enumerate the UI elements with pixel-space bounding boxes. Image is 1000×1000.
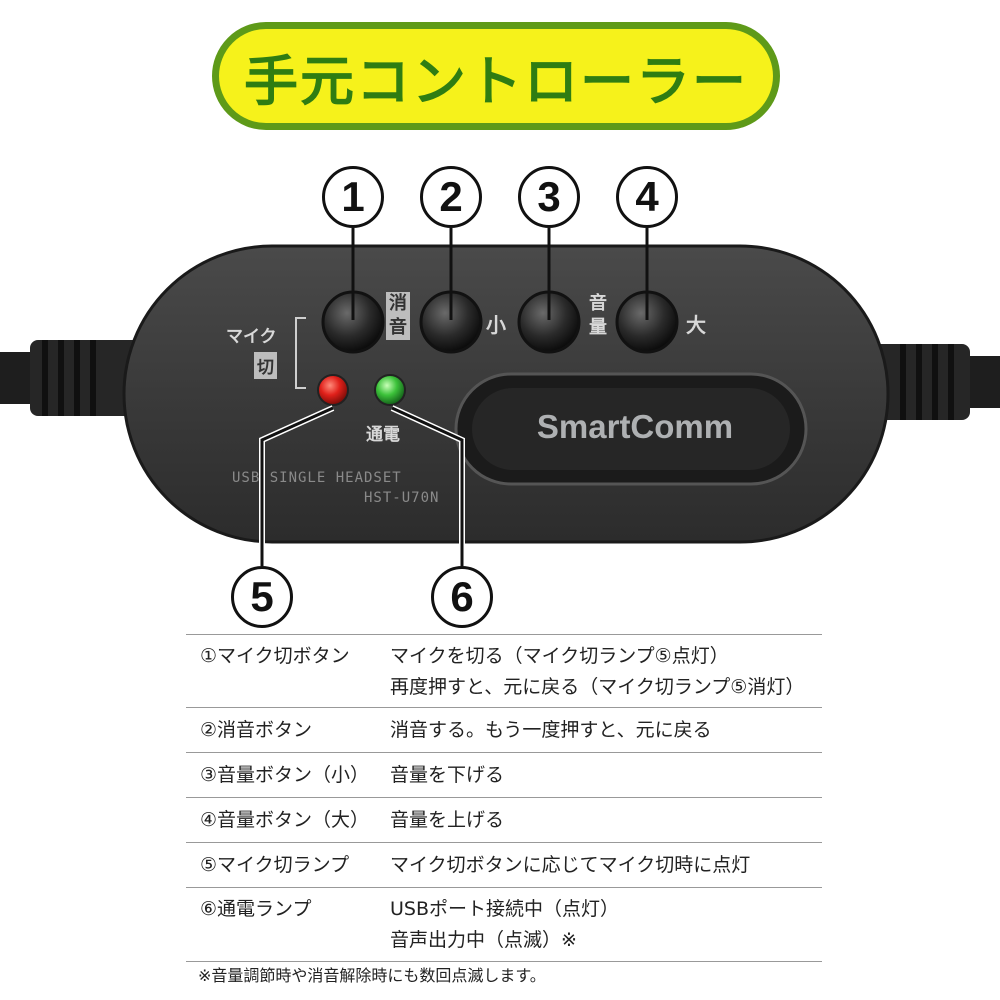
page-title: 手元コントローラー [244,49,748,113]
row-value-line: マイクを切る（マイク切ランプ⑤点灯） [390,645,729,667]
strain-relief-left [30,340,150,416]
row-value-line: USBポート接続中（点灯） [390,898,620,920]
row-key: ③音量ボタン（小） [200,764,370,786]
table-row: ⑤マイク切ランプ マイク切ボタンに応じてマイク切時に点灯 [186,843,822,888]
brand-logo: SmartComm [536,408,734,445]
row-value-line: 消音する。もう一度押すと、元に戻る [390,719,712,741]
row-key: ④音量ボタン（大） [200,809,370,831]
large-label: 大 [686,313,706,337]
mute-label: 消 音 [386,292,410,340]
mic-off-lamp [317,374,349,406]
callout-4: 4 [616,166,678,228]
callout-5: 5 [231,566,293,628]
row-value: 音量を下げる [390,760,822,797]
row-key: ⑤マイク切ランプ [200,854,350,876]
table-row: ①マイク切ボタン マイクを切る（マイク切ランプ⑤点灯） 再度押すと、元に戻る（マ… [186,634,822,708]
row-value: USBポート接続中（点灯） 音声出力中（点滅）※ [390,894,822,961]
title-banner: 手元コントローラー [212,22,780,130]
row-value-line: 再度押すと、元に戻る（マイク切ランプ⑤消灯） [390,676,805,698]
footnote: ※音量調節時や消音解除時にも数回点滅します。 [198,966,546,985]
callout-1: 1 [322,166,384,228]
row-value-line: 音量を下げる [390,764,505,786]
row-key: ⑥通電ランプ [200,898,312,920]
callout-6: 6 [431,566,493,628]
volume-label-char-2: 量 [589,317,607,338]
mic-bracket [295,317,306,389]
row-key: ①マイク切ボタン [200,645,350,667]
row-value: 音量を上げる [390,805,822,842]
row-key: ②消音ボタン [200,719,313,741]
callout-2: 2 [420,166,482,228]
volume-label: 音 量 [586,292,610,340]
callout-3: 3 [518,166,580,228]
table-row: ②消音ボタン 消音する。もう一度押すと、元に戻る [186,708,822,753]
row-value-line: マイク切ボタンに応じてマイク切時に点灯 [390,854,751,876]
model-line-2: HST-U70N [364,490,440,506]
function-table: ①マイク切ボタン マイクを切る（マイク切ランプ⑤点灯） 再度押すと、元に戻る（マ… [186,634,822,962]
mic-off-label: 切 [254,352,277,379]
small-label: 小 [486,313,506,337]
table-row: ③音量ボタン（小） 音量を下げる [186,753,822,798]
table-row: ④音量ボタン（大） 音量を上げる [186,798,822,843]
power-lamp [374,374,406,406]
mic-label: マイク [226,327,277,347]
mute-label-char-1: 消 [389,293,407,314]
power-label: 通電 [366,425,400,445]
row-value: マイクを切る（マイク切ランプ⑤点灯） 再度押すと、元に戻る（マイク切ランプ⑤消灯… [390,641,822,707]
volume-label-char-1: 音 [589,293,607,314]
row-value: マイク切ボタンに応じてマイク切時に点灯 [390,850,822,887]
row-value-line: 音量を上げる [390,809,505,831]
table-row: ⑥通電ランプ USBポート接続中（点灯） 音声出力中（点滅）※ [186,888,822,962]
row-value: 消音する。もう一度押すと、元に戻る [390,715,822,752]
model-line-1: USB SINGLE HEADSET [232,470,402,486]
row-value-line: 音声出力中（点滅）※ [390,929,577,951]
mute-label-char-2: 音 [389,317,407,338]
